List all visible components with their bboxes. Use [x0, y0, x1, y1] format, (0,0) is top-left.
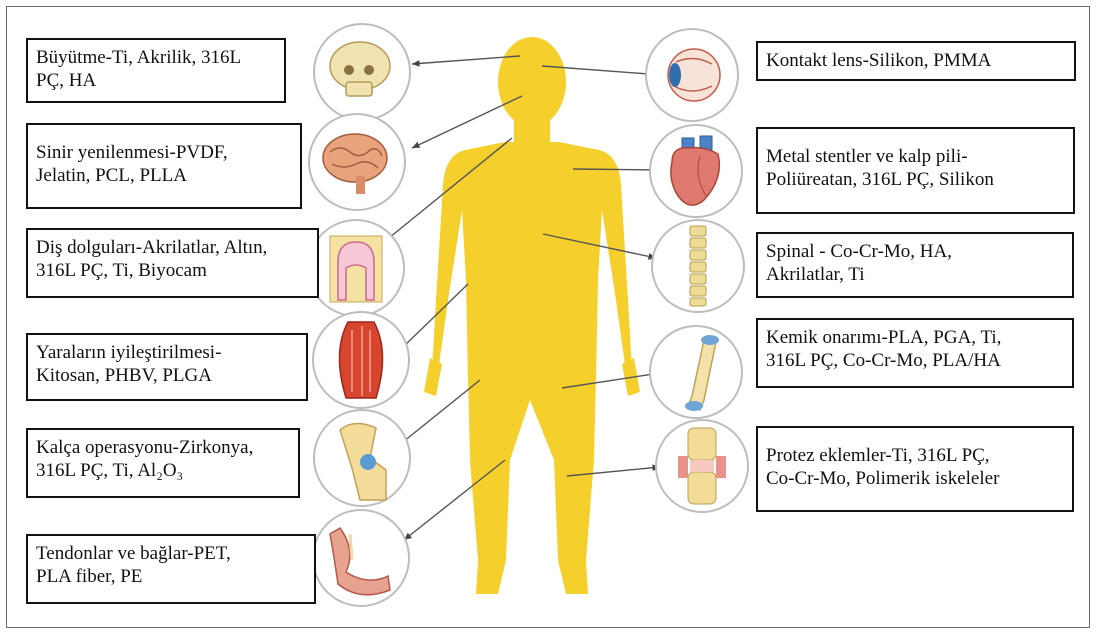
- tooth-icon: [330, 236, 382, 302]
- label-contact-lens: Kontakt lens-Silikon, PMMA: [756, 41, 1076, 81]
- label-bone-repair: Kemik onarımı-PLA, PGA, Ti, 316L PÇ, Co-…: [756, 318, 1074, 388]
- icon-circle-eye: [646, 29, 738, 121]
- body-head: [498, 37, 566, 127]
- muscle-icon: [339, 322, 382, 398]
- label-stents-pacemaker: Metal stentler ve kalp pili- Poliüreatan…: [756, 127, 1075, 214]
- body-torso-arms: [432, 142, 632, 380]
- label-hip-surgery: Kalça operasyonu-Zirkonya, 316L PÇ, Ti, …: [26, 428, 300, 498]
- spine-icon: [690, 226, 706, 306]
- icon-circle-brain: [309, 114, 405, 210]
- label-prosthetic-joints: Protez eklemler-Ti, 316L PÇ, Co-Cr-Mo, P…: [756, 426, 1074, 512]
- icon-circle-knee: [656, 420, 748, 512]
- icon-circle-hip: [314, 410, 410, 506]
- label-dental-fillings: Diş dolguları-Akrilatlar, Altın, 316L PÇ…: [26, 228, 319, 298]
- human-body-figure: [424, 37, 640, 594]
- icon-circle-tooth: [308, 220, 404, 316]
- icon-circle-bone: [650, 326, 742, 418]
- icon-circle-tendon: [313, 510, 409, 606]
- label-nerve-regeneration: Sinir yenilenmesi-PVDF, Jelatin, PCL, PL…: [26, 123, 302, 209]
- icon-circle-spine: [652, 220, 744, 312]
- body-legs: [468, 375, 596, 594]
- label-tendons-ligaments: Tendonlar ve bağlar-PET, PLA fiber, PE: [26, 534, 316, 604]
- icon-circle-heart: [650, 125, 742, 217]
- icon-circle-skull: [314, 24, 410, 120]
- label-wound-healing: Yaraların iyileştirilmesi- Kitosan, PHBV…: [26, 333, 308, 401]
- label-spinal: Spinal - Co-Cr-Mo, HA, Akrilatlar, Ti: [756, 232, 1074, 298]
- icon-circle-muscle: [313, 312, 409, 408]
- label-skull-augmentation: Büyütme-Ti, Akrilik, 316L PÇ, HA: [26, 38, 286, 103]
- eye-icon: [668, 49, 720, 101]
